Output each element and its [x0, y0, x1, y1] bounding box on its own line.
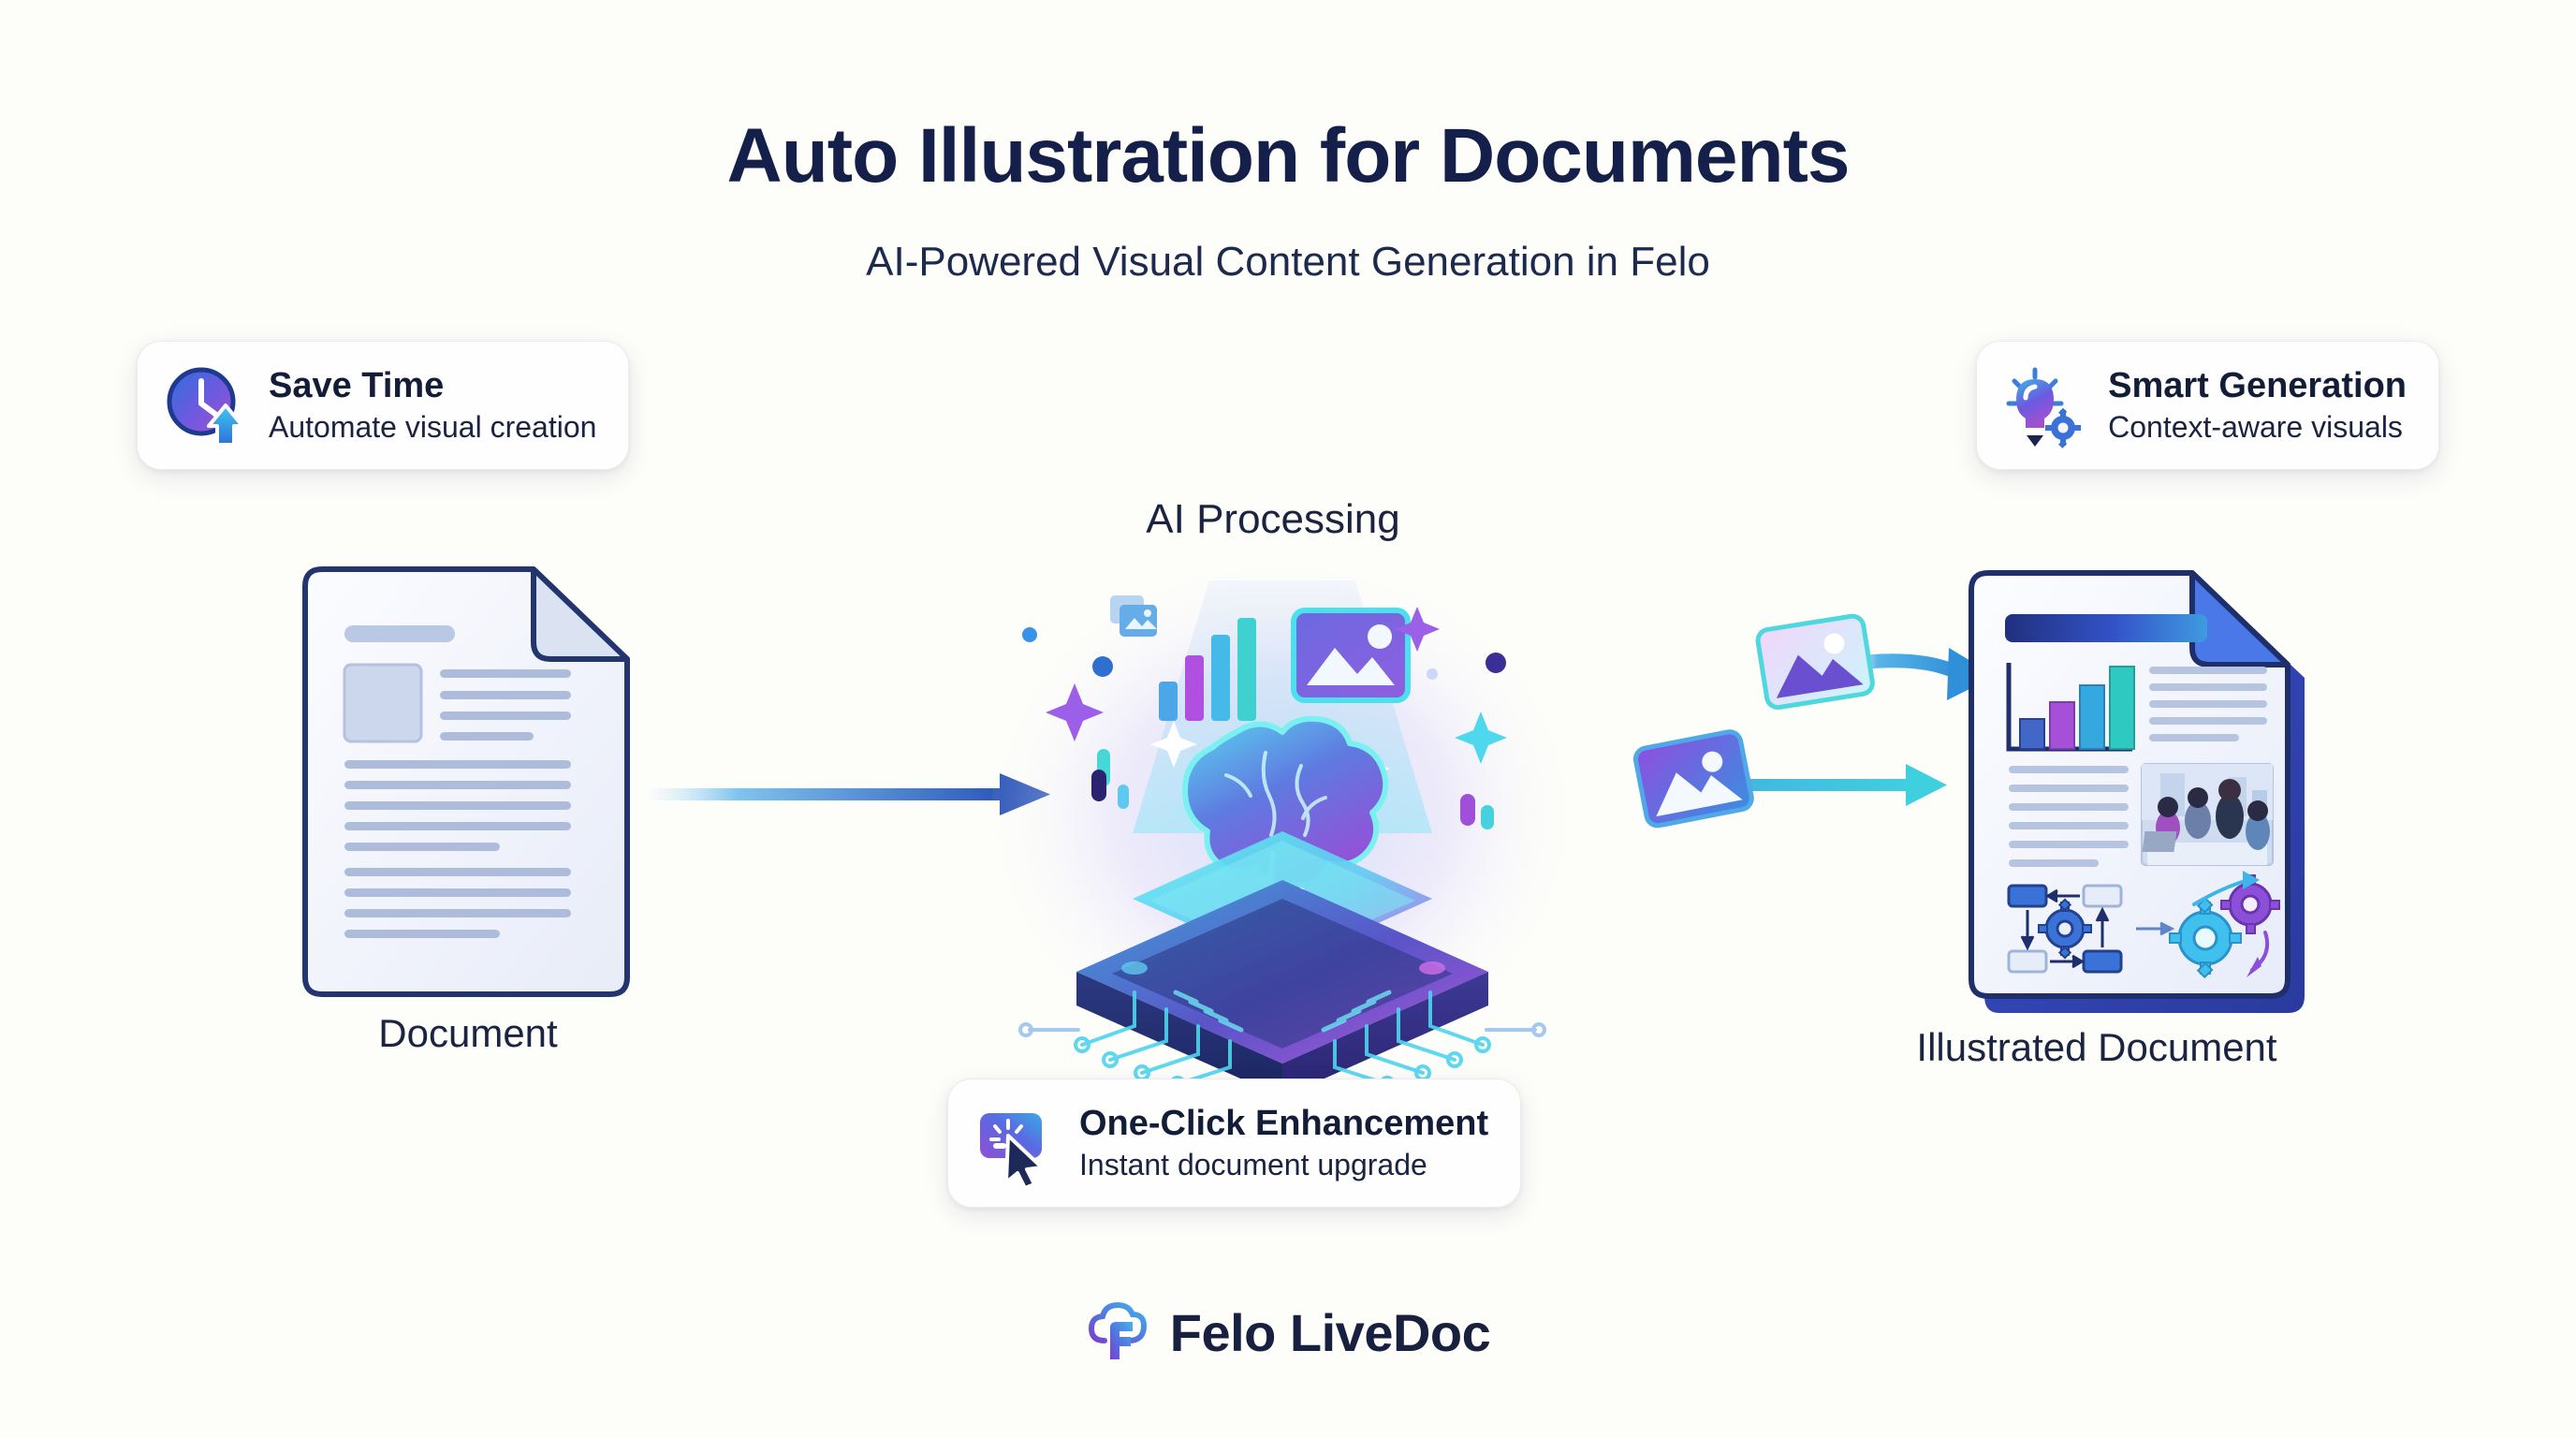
hologram-picture-icon — [1291, 608, 1411, 703]
feature-card-smart-generation[interactable]: Smart Generation Context-aware visuals — [1976, 341, 2439, 470]
card-subtitle: Instant document upgrade — [1079, 1148, 1427, 1181]
clock-up-arrow-icon — [162, 362, 248, 448]
document-bar-chart — [2006, 663, 2135, 752]
card-title: Save Time — [269, 366, 445, 405]
lightbulb-gear-icon — [2001, 362, 2087, 448]
brand-name: Felo LiveDoc — [1169, 1302, 1491, 1362]
brand-footer: Felo LiveDoc — [0, 1301, 2576, 1363]
feature-card-save-time[interactable]: Save Time Automate visual creation — [137, 341, 630, 470]
label-illustrated-document: Illustrated Document — [1916, 1025, 2277, 1069]
illustrated-document-illustration — [1947, 562, 2321, 1030]
document-flowchart — [2007, 871, 2280, 979]
image-card-upper — [1755, 613, 1875, 711]
page-subtitle: AI-Powered Visual Content Generation in … — [866, 239, 1710, 285]
hologram-bar-chart — [1159, 618, 1256, 721]
feature-card-one-click-enhancement[interactable]: One-Click Enhancement Instant document u… — [947, 1078, 1522, 1208]
image-card-lower — [1632, 729, 1754, 829]
card-title: Smart Generation — [2108, 366, 2407, 405]
source-document-illustration — [298, 562, 635, 1002]
hologram-image-stack-icon — [1110, 595, 1157, 637]
card-title: One-Click Enhancement — [1079, 1104, 1489, 1143]
document-team-photo — [2141, 763, 2274, 866]
page-title: Auto Illustration for Documents — [726, 113, 1851, 198]
generated-image-cards — [1591, 599, 2022, 871]
felo-cloud-logo — [1086, 1301, 1153, 1363]
gear-cyan-icon — [2169, 897, 2242, 979]
card-subtitle: Automate visual creation — [269, 410, 597, 444]
label-document: Document — [378, 1011, 558, 1055]
ai-chip-illustration — [992, 524, 1573, 1097]
card-subtitle: Context-aware visuals — [2108, 410, 2403, 444]
label-ai-processing: AI Processing — [1146, 496, 1400, 542]
cursor-click-icon — [973, 1100, 1059, 1190]
